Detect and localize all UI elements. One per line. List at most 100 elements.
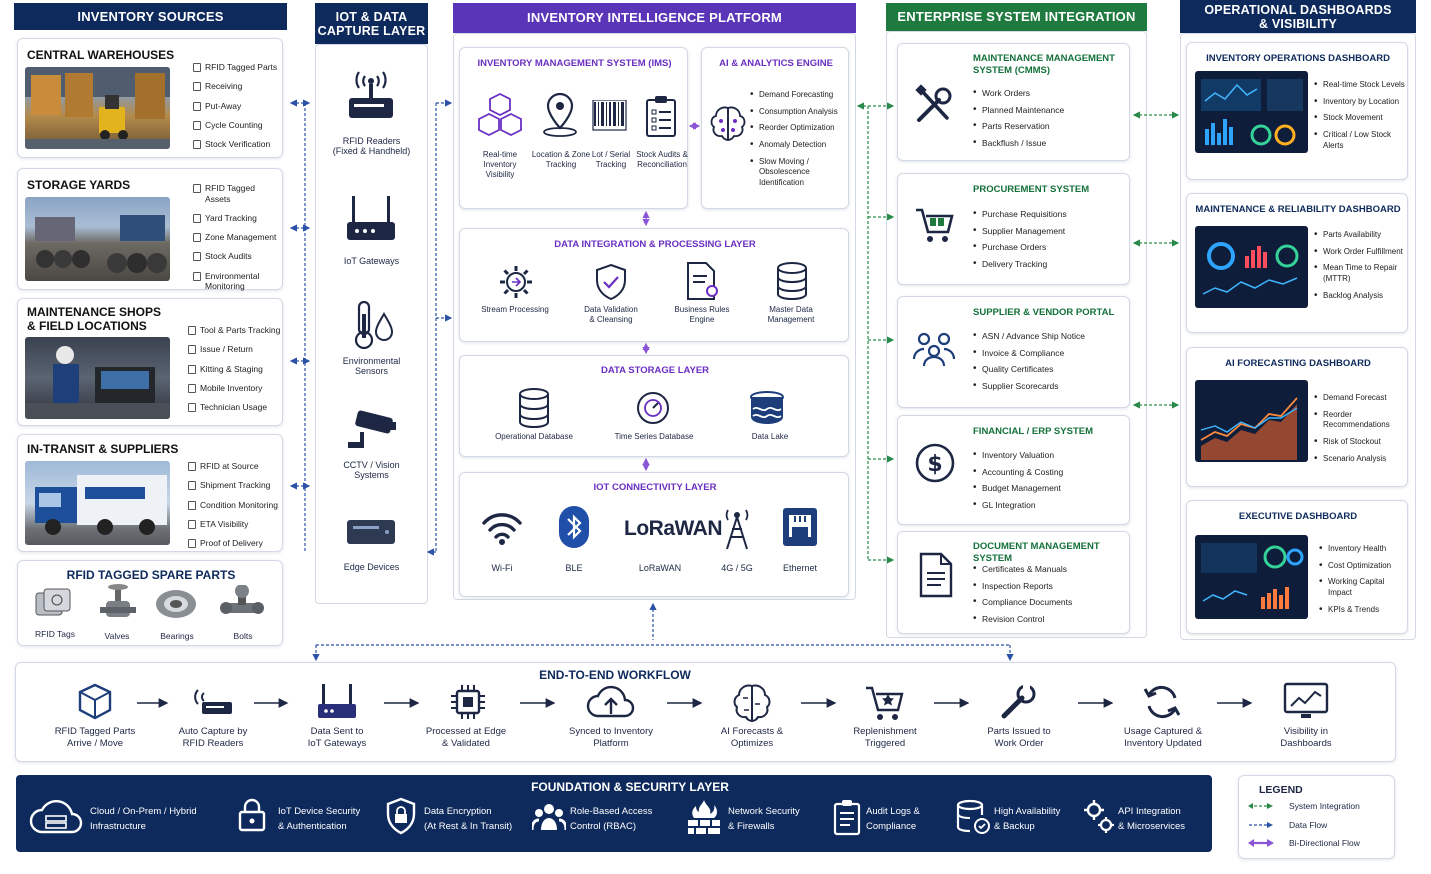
shield-lock-icon: [386, 797, 416, 835]
thermometer-droplet-icon: [354, 300, 394, 350]
dashboard-screenshot: [1195, 380, 1308, 462]
iot-device-label: IoT Gateways: [343, 256, 400, 266]
pipes-icon: [35, 215, 167, 273]
legend-item-label: Data Flow: [1289, 820, 1328, 830]
storage-layer-title: DATA STORAGE LAYER: [600, 365, 710, 376]
connectivity-item-label: Ethernet: [782, 563, 818, 573]
ai-engine-item: Slow Moving / Obsolescence Identificatio…: [750, 157, 850, 189]
dashboard-item: KPIs & Trends: [1319, 605, 1409, 616]
enterprise-items: Purchase Requisitions Supplier Managemen…: [973, 209, 1067, 276]
source-item: Stock Verification: [193, 139, 277, 150]
bearing-icon: [156, 590, 196, 618]
bolts-icon: [220, 585, 264, 614]
edge-device-icon: [347, 520, 395, 544]
source-title: CENTRAL WAREHOUSES: [27, 48, 175, 62]
enterprise-items: Certificates & Manuals Inspection Report…: [973, 564, 1072, 631]
enterprise-item: GL Integration: [973, 500, 1063, 511]
header-dashboards: OPERATIONAL DASHBOARDS & VISIBILITY: [1180, 0, 1416, 33]
legend-line-data-flow: [1249, 822, 1273, 828]
dashboard-screenshot: [1195, 535, 1308, 619]
truck-icon: [35, 475, 167, 535]
foundation-item-label: Network Security & Firewalls: [728, 806, 800, 832]
workflow-step-label: Visibility in Dashboards: [1280, 726, 1332, 749]
enterprise-card-document-management: DOCUMENT MANAGEMENT SYSTEM Certificates …: [897, 531, 1130, 634]
database-stack-icon: [777, 262, 807, 301]
legend-title: LEGEND: [1259, 784, 1303, 796]
ims-title: INVENTORY MANAGEMENT SYSTEM (IMS): [477, 58, 672, 69]
spare-part-label: RFID Tags: [35, 629, 75, 639]
enterprise-item: Certificates & Manuals: [973, 564, 1072, 575]
source-title: IN-TRANSIT & SUPPLIERS: [27, 442, 179, 456]
svg-text:$: $: [927, 452, 942, 477]
integration-item-label: Stream Processing: [481, 305, 549, 314]
source-title: MAINTENANCE SHOPS & FIELD LOCATIONS: [27, 305, 162, 333]
dashboard-card-ai-forecasting: AI FORECASTING DASHBOARD Demand Forecast…: [1186, 347, 1408, 487]
storage-yard-photo: [25, 197, 170, 281]
legend-box: LEGEND System Integration Data Flow Bi-D…: [1238, 775, 1395, 859]
enterprise-item: Invoice & Compliance: [973, 348, 1085, 359]
source-items: RFID Tagged Assets Yard Tracking Zone Ma…: [193, 183, 282, 300]
enterprise-item: Supplier Scorecards: [973, 381, 1085, 392]
workflow-title: END-TO-END WORKFLOW: [539, 668, 691, 682]
enterprise-item: Accounting & Costing: [973, 467, 1063, 478]
foundation-item-label: Role-Based Access Control (RBAC): [570, 806, 653, 832]
dashboard-item: Reorder Recommendations: [1314, 410, 1410, 431]
enterprise-item: Delivery Tracking: [973, 259, 1067, 270]
ai-engine-item: Consumption Analysis: [750, 107, 850, 118]
workflow-step-label: RFID Tagged Parts Arrive / Move: [54, 726, 136, 749]
workflow-step-label: Synced to Inventory Platform: [569, 726, 653, 749]
iot-gateway-icon: [347, 196, 395, 240]
data-lake-icon: [750, 391, 784, 424]
source-item: Yard Tracking: [193, 213, 282, 224]
dashboard-card-inventory-operations: INVENTORY OPERATIONS DASHBOARD Real-time…: [1186, 42, 1408, 180]
barcode-icon: [592, 100, 627, 131]
enterprise-item: Backflush / Issue: [973, 138, 1064, 149]
iot-device-label: RFID Readers (Fixed & Handheld): [332, 136, 411, 156]
cloud-upload-icon: [586, 685, 635, 718]
source-item: Zone Management: [193, 232, 282, 243]
enterprise-item: Inventory Valuation: [973, 450, 1063, 461]
enterprise-item: Budget Management: [973, 483, 1063, 494]
spare-part-label: Bearings: [160, 631, 194, 641]
source-item: Technician Usage: [188, 402, 280, 413]
header-intelligence-platform: INVENTORY INTELLIGENCE PLATFORM: [453, 3, 856, 33]
dashboard-item: Backlog Analysis: [1314, 291, 1408, 302]
integration-item-label: Business Rules Engine: [674, 305, 730, 324]
wrench-screwdriver-icon: [915, 84, 952, 122]
workflow-panel: [15, 662, 1396, 762]
api-gears-icon: [1084, 800, 1114, 833]
foundation-item-label: Cloud / On-Prem / Hybrid Infrastructure: [90, 806, 197, 832]
lorawan-logo: LoRaWAN: [624, 517, 723, 540]
refresh-cycle-icon: [1143, 685, 1181, 719]
source-card-storage-yards: STORAGE YARDS RFID Tagged Assets Yard Tr…: [17, 168, 283, 291]
source-title: STORAGE YARDS: [27, 178, 131, 192]
dashboard-item: Inventory by Location: [1314, 97, 1408, 108]
enterprise-items: ASN / Advance Ship Notice Invoice & Comp…: [973, 331, 1085, 398]
dashboard-item: Inventory Health: [1319, 544, 1409, 555]
workflow-step-label: AI Forecasts & Optimizes: [720, 726, 784, 749]
dashboard-item: Working Capital Impact: [1319, 577, 1409, 598]
ethernet-port-icon: [783, 508, 817, 546]
source-item: Proof of Delivery: [188, 538, 278, 549]
spare-part-label: Bolts: [233, 631, 253, 641]
source-item: Tool & Parts Tracking: [188, 325, 280, 336]
technician-icon: [25, 346, 170, 419]
source-items: Tool & Parts Tracking Issue / Return Kit…: [188, 325, 280, 421]
dashboard-item: Stock Movement: [1314, 113, 1408, 124]
storage-layer-card: DATA STORAGE LAYER Operational Database …: [459, 355, 849, 457]
dashboard-items: Parts Availability Work Order Fulfillmen…: [1314, 230, 1408, 307]
spare-part-label: Valves: [104, 631, 130, 641]
spare-parts-card: RFID TAGGED SPARE PARTS RFID Tags Valves…: [17, 560, 283, 646]
enterprise-item: Inspection Reports: [973, 581, 1072, 592]
enterprise-card-supplier-portal: SUPPLIER & VENDOR PORTAL ASN / Advance S…: [897, 296, 1130, 408]
workflow-step-label: Replenishment Triggered: [853, 726, 917, 749]
clipboard-checklist-icon: [646, 96, 676, 137]
source-item: RFID Tagged Parts: [193, 62, 277, 73]
workflow-step-label: Parts Issued to Work Order: [987, 726, 1051, 749]
integration-item-label: Master Data Management: [767, 305, 815, 324]
enterprise-item: Work Orders: [973, 88, 1064, 99]
cart-star-icon: [866, 686, 904, 720]
enterprise-item: Purchase Requisitions: [973, 209, 1067, 220]
source-item: Environmental Monitoring: [193, 271, 282, 292]
lock-icon: [238, 798, 266, 832]
